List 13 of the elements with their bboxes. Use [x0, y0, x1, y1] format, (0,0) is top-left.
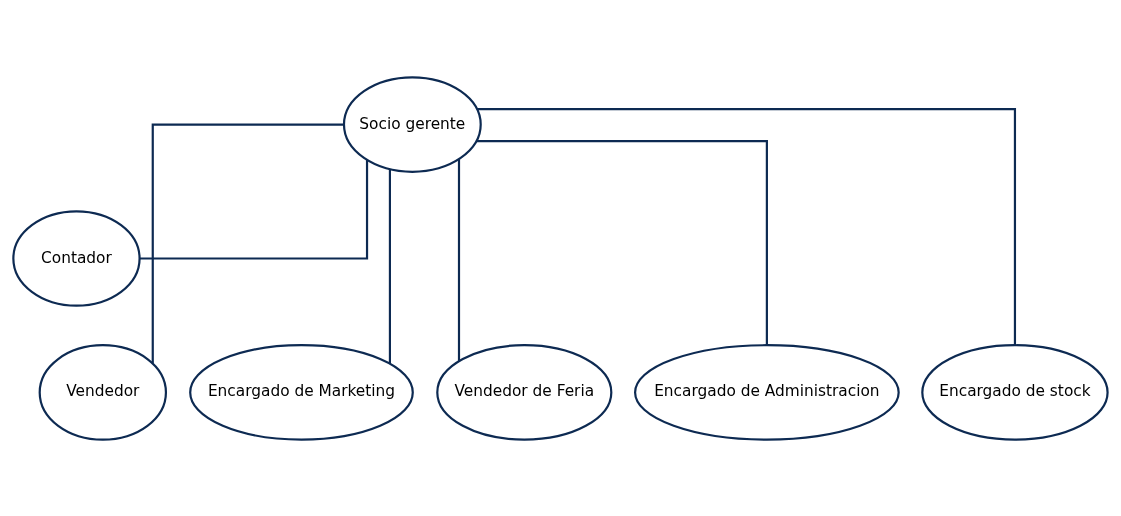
connector [139, 159, 369, 260]
node-ellipse: Encargado de Administracion [634, 343, 900, 441]
node-ellipse: Vendedor [38, 343, 168, 441]
connector [388, 168, 392, 364]
node-ellipse: Encargado de Marketing [189, 343, 414, 441]
connector [477, 107, 1017, 345]
connector [476, 139, 768, 345]
node-ellipse: Socio gerente [342, 75, 482, 173]
node-ellipse: Encargado de stock [921, 343, 1109, 441]
node-ellipse: Contador [12, 209, 141, 307]
connector [457, 158, 461, 361]
node-ellipse: Vendedor de Feria [436, 343, 613, 441]
connector [151, 123, 344, 363]
